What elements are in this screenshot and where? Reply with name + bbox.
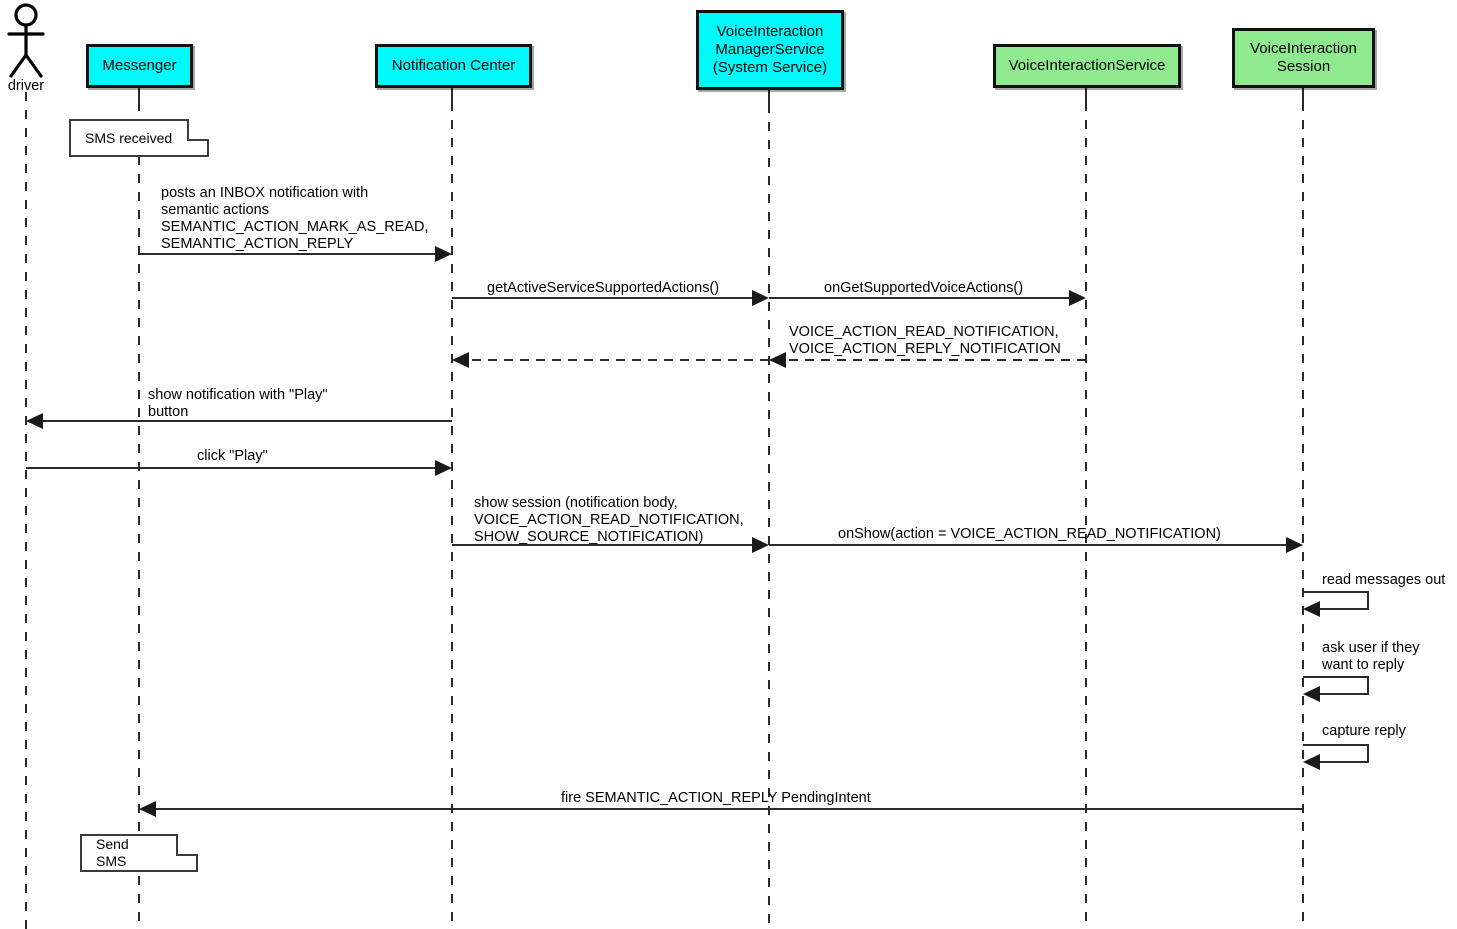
- self-message-label-line: read messages out: [1322, 572, 1446, 588]
- self-message-label-line: capture reply: [1322, 723, 1406, 739]
- participant-box-messenger[interactable]: Messenger: [86, 44, 193, 88]
- message-label-msg-on-get-supported-voice-actions: onGetSupportedVoiceActions(): [824, 280, 1023, 297]
- actor-right-leg-icon: [24, 53, 43, 78]
- participant-box-notification-center[interactable]: Notification Center: [375, 44, 532, 88]
- message-label-line: onGetSupportedVoiceActions(): [824, 280, 1024, 296]
- message-arrowhead-msg-show-session: [752, 537, 769, 553]
- self-message-label-line: ask user if they: [1322, 640, 1420, 656]
- self-message-arrowhead-self-msg-capture-reply: [1303, 754, 1320, 770]
- message-label-line: fire SEMANTIC_ACTION_REPLY PendingIntent: [561, 790, 871, 806]
- actor-label-driver: driver: [7, 78, 45, 94]
- message-label-line: show session (notification body,: [474, 495, 678, 511]
- note-send-sms: Send SMS: [80, 834, 198, 872]
- actor-left-leg-icon: [9, 53, 28, 78]
- self-message-line-self-msg-ask-user-if-they-want-to-reply: [1303, 676, 1369, 695]
- message-arrowhead-msg-on-get-supported-voice-actions: [1069, 290, 1086, 306]
- message-label-line: SEMANTIC_ACTION_REPLY: [161, 236, 354, 252]
- message-label-msg-click-play: click "Play": [197, 448, 268, 465]
- message-arrowhead-msg-return-voice-actions-to-vims: [769, 352, 786, 368]
- participant-box-voice-interaction-service[interactable]: VoiceInteractionService: [993, 44, 1181, 88]
- participant-label-voice-interaction-manager-service: VoiceInteraction ManagerService (System …: [712, 23, 828, 76]
- self-message-arrowhead-self-msg-ask-user-if-they-want-to-reply: [1303, 686, 1320, 702]
- self-message-arrowhead-self-msg-read-messages-out: [1303, 601, 1320, 617]
- message-label-line: VOICE_ACTION_REPLY_NOTIFICATION: [789, 341, 1061, 357]
- message-label-line: click "Play": [197, 448, 268, 464]
- message-label-msg-return-voice-actions-to-vims: VOICE_ACTION_READ_NOTIFICATION,VOICE_ACT…: [789, 324, 1061, 358]
- self-message-label-self-msg-read-messages-out: read messages out: [1322, 572, 1445, 589]
- self-message-line-self-msg-read-messages-out: [1303, 591, 1369, 610]
- note-text: SMS received: [85, 129, 173, 146]
- message-label-line: show notification with "Play": [148, 387, 328, 403]
- message-label-line: button: [148, 404, 189, 420]
- participant-label-notification-center: Notification Center: [391, 57, 516, 74]
- message-label-msg-show-notification-with-play-button: show notification with "Play"button: [148, 387, 328, 421]
- participant-label-voice-interaction-session: VoiceInteraction Session: [1250, 40, 1357, 75]
- message-label-line: VOICE_ACTION_READ_NOTIFICATION,: [474, 512, 744, 528]
- message-label-msg-get-active-service-supported-actions: getActiveServiceSupportedActions(): [487, 280, 719, 297]
- message-arrowhead-msg-show-notification-with-play-button: [26, 413, 43, 429]
- message-label-msg-on-show: onShow(action = VOICE_ACTION_READ_NOTIFI…: [838, 526, 1221, 543]
- message-arrowhead-msg-click-play: [435, 460, 452, 476]
- message-arrowhead-msg-on-show: [1286, 537, 1303, 553]
- message-label-line: SHOW_SOURCE_NOTIFICATION): [474, 529, 704, 545]
- actor-head-icon: [14, 3, 38, 27]
- participant-box-voice-interaction-session[interactable]: VoiceInteraction Session: [1232, 28, 1375, 88]
- message-label-line: onShow(action = VOICE_ACTION_READ_NOTIFI…: [838, 526, 1221, 542]
- self-message-label-self-msg-capture-reply: capture reply: [1322, 723, 1406, 740]
- message-label-line: semantic actions: [161, 202, 269, 218]
- message-arrowhead-msg-get-active-service-supported-actions: [752, 290, 769, 306]
- message-arrowhead-msg-post-inbox-notification: [435, 246, 452, 262]
- message-label-line: posts an INBOX notification with: [161, 185, 369, 201]
- note-fold-cut-icon: [178, 834, 198, 854]
- self-message-line-self-msg-capture-reply: [1303, 744, 1369, 763]
- note-fold-cut-icon: [189, 119, 209, 139]
- message-label-msg-fire-semantic-action-reply-pending-intent: fire SEMANTIC_ACTION_REPLY PendingIntent: [561, 790, 871, 807]
- participant-label-messenger: Messenger: [102, 57, 177, 74]
- message-label-line: getActiveServiceSupportedActions(): [487, 280, 720, 296]
- message-arrowhead-msg-return-voice-actions-to-notification-center: [452, 352, 469, 368]
- message-label-msg-show-session: show session (notification body,VOICE_AC…: [474, 495, 744, 546]
- participant-label-voice-interaction-service: VoiceInteractionService: [1008, 57, 1166, 74]
- message-label-line: VOICE_ACTION_READ_NOTIFICATION,: [789, 324, 1059, 340]
- message-arrowhead-msg-fire-semantic-action-reply-pending-intent: [139, 801, 156, 817]
- note-text: Send SMS: [96, 836, 129, 869]
- message-label-line: SEMANTIC_ACTION_MARK_AS_READ,: [161, 219, 429, 235]
- self-message-label-line: want to reply: [1322, 657, 1405, 673]
- note-sms-received: SMS received: [69, 119, 209, 157]
- participant-box-voice-interaction-manager-service[interactable]: VoiceInteraction ManagerService (System …: [696, 10, 844, 90]
